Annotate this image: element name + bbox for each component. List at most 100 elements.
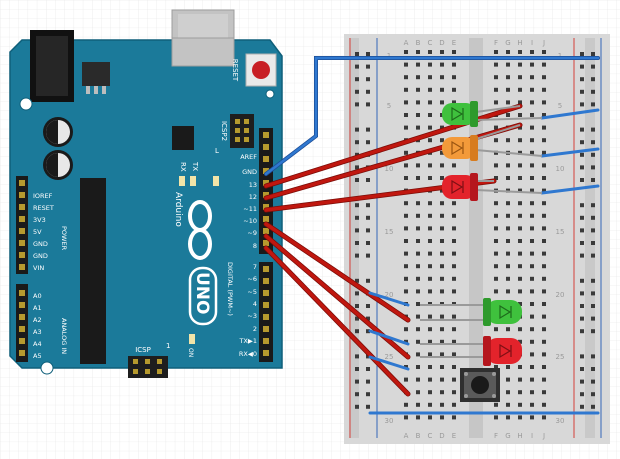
led-green-bottom[interactable] bbox=[420, 298, 522, 326]
breadboard-hole bbox=[506, 138, 510, 143]
digital-pin-label: ~9 bbox=[247, 229, 257, 237]
breadboard-hole bbox=[518, 188, 522, 193]
breadboard-hole bbox=[506, 415, 510, 420]
breadboard-hole bbox=[452, 314, 456, 319]
breadboard-hole bbox=[404, 75, 408, 80]
breadboard-hole bbox=[506, 87, 510, 92]
header-pin[interactable] bbox=[19, 314, 25, 320]
header-pin[interactable] bbox=[263, 192, 269, 198]
breadboard-hole bbox=[530, 113, 534, 117]
header-pin[interactable] bbox=[19, 290, 25, 296]
col-letter-c-bottom: C bbox=[428, 432, 433, 440]
reset-button-cap[interactable] bbox=[252, 61, 270, 79]
breadboard-hole bbox=[452, 239, 456, 243]
rail-hole bbox=[591, 102, 595, 107]
rail-hole bbox=[591, 152, 595, 157]
header-pin[interactable] bbox=[263, 350, 269, 356]
breadboard-hole bbox=[542, 352, 546, 357]
header-pin[interactable] bbox=[19, 326, 25, 332]
ground-jumper[interactable] bbox=[540, 108, 600, 120]
header-pin[interactable] bbox=[263, 144, 269, 150]
breadboard-hole bbox=[404, 226, 408, 231]
header-pin[interactable] bbox=[19, 252, 25, 258]
header-pin[interactable] bbox=[19, 338, 25, 344]
header-pin[interactable] bbox=[263, 290, 269, 296]
breadboard-hole bbox=[494, 226, 498, 231]
rail-hole bbox=[366, 77, 370, 82]
header-pin[interactable] bbox=[19, 302, 25, 308]
breadboard-hole bbox=[440, 226, 444, 231]
header-pin[interactable] bbox=[263, 180, 269, 186]
breadboard-hole bbox=[542, 327, 546, 332]
led-red-top[interactable] bbox=[442, 173, 543, 201]
analog-pin-label: A3 bbox=[33, 328, 42, 336]
header-pin[interactable] bbox=[19, 216, 25, 222]
row-number-25: 25 bbox=[385, 353, 394, 361]
led-red-bottom[interactable] bbox=[420, 336, 522, 366]
header-pin[interactable] bbox=[263, 278, 269, 284]
header-pin[interactable] bbox=[19, 228, 25, 234]
breadboard-hole bbox=[404, 201, 408, 206]
header-pin[interactable] bbox=[263, 156, 269, 162]
breadboard-hole bbox=[518, 289, 522, 294]
header-pin[interactable] bbox=[263, 216, 269, 222]
header-pin[interactable] bbox=[19, 180, 25, 186]
header-pin[interactable] bbox=[263, 314, 269, 320]
col-letter-j-bottom: J bbox=[542, 432, 545, 440]
header-pin[interactable] bbox=[263, 168, 269, 174]
digital-pin-label: 4 bbox=[253, 300, 257, 308]
rail-hole bbox=[355, 329, 359, 334]
rail-hole bbox=[580, 127, 584, 132]
rail-hole bbox=[355, 77, 359, 82]
breadboard-hole bbox=[404, 150, 408, 155]
breadboard-hole bbox=[404, 176, 408, 180]
header-pin[interactable] bbox=[19, 264, 25, 270]
wire-pin-10[interactable] bbox=[264, 222, 410, 322]
breadboard-hole bbox=[530, 402, 534, 407]
header-pin[interactable] bbox=[19, 240, 25, 246]
rail-hole bbox=[580, 392, 584, 397]
rail-hole bbox=[366, 329, 370, 334]
breadboard-hole bbox=[530, 100, 534, 105]
header-pin[interactable] bbox=[19, 204, 25, 210]
breadboard-hole bbox=[518, 390, 522, 395]
rail-hole bbox=[591, 253, 595, 258]
header-pin[interactable] bbox=[263, 228, 269, 234]
breadboard-hole bbox=[428, 125, 432, 130]
header-pin[interactable] bbox=[263, 266, 269, 272]
header-pin[interactable] bbox=[263, 132, 269, 138]
row-number-10-right: 10 bbox=[556, 165, 565, 173]
rail-hole bbox=[366, 127, 370, 132]
header-pin[interactable] bbox=[263, 326, 269, 332]
row-number-30-right: 30 bbox=[556, 417, 565, 425]
header-pin[interactable] bbox=[19, 350, 25, 356]
power-pin-label: RESET bbox=[33, 204, 54, 212]
breadboard-hole bbox=[518, 150, 522, 155]
rail-hole bbox=[580, 278, 584, 283]
rail-hole bbox=[355, 64, 359, 69]
header-pin[interactable] bbox=[263, 204, 269, 210]
led-green-top[interactable] bbox=[442, 101, 543, 127]
wire-pin-8[interactable] bbox=[264, 246, 410, 396]
ground-jumper[interactable] bbox=[368, 329, 410, 346]
header-pin[interactable] bbox=[19, 192, 25, 198]
header-pin[interactable] bbox=[263, 240, 269, 246]
breadboard-hole bbox=[494, 176, 498, 180]
ground-jumper[interactable] bbox=[368, 355, 410, 371]
ground-jumper[interactable] bbox=[368, 291, 410, 307]
ground-jumper[interactable] bbox=[540, 147, 600, 158]
analog-pin-label: A2 bbox=[33, 316, 42, 324]
rail-hole bbox=[591, 404, 595, 409]
pushbutton[interactable] bbox=[460, 368, 500, 402]
breadboard-hole bbox=[440, 150, 444, 155]
breadboard-hole bbox=[542, 75, 546, 80]
rail-hole bbox=[591, 304, 595, 308]
header-pin[interactable] bbox=[263, 302, 269, 308]
ground-jumper[interactable] bbox=[540, 184, 600, 195]
rail-hole bbox=[580, 329, 584, 334]
breadboard-hole bbox=[530, 87, 534, 92]
breadboard-hole bbox=[440, 176, 444, 180]
breadboard-hole bbox=[452, 62, 456, 67]
header-pin[interactable] bbox=[263, 338, 269, 344]
led-orange[interactable] bbox=[442, 124, 543, 161]
